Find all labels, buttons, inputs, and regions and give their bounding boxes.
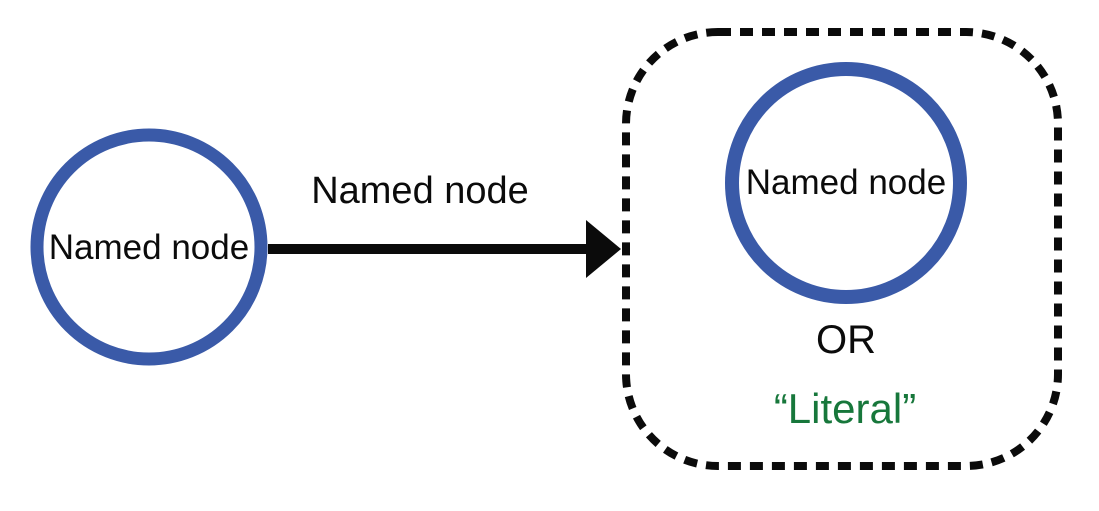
or-label: OR	[816, 318, 876, 362]
object-group-dashed-border	[622, 28, 1062, 470]
predicate-arrowhead-icon	[586, 220, 621, 278]
predicate-label: Named node	[311, 170, 529, 212]
subject-node-label: Named node	[49, 228, 249, 267]
literal-label: “Literal”	[774, 385, 916, 432]
object-node-label: Named node	[746, 163, 946, 202]
subject-node-circle	[30, 128, 268, 366]
object-node-circle	[725, 62, 967, 304]
